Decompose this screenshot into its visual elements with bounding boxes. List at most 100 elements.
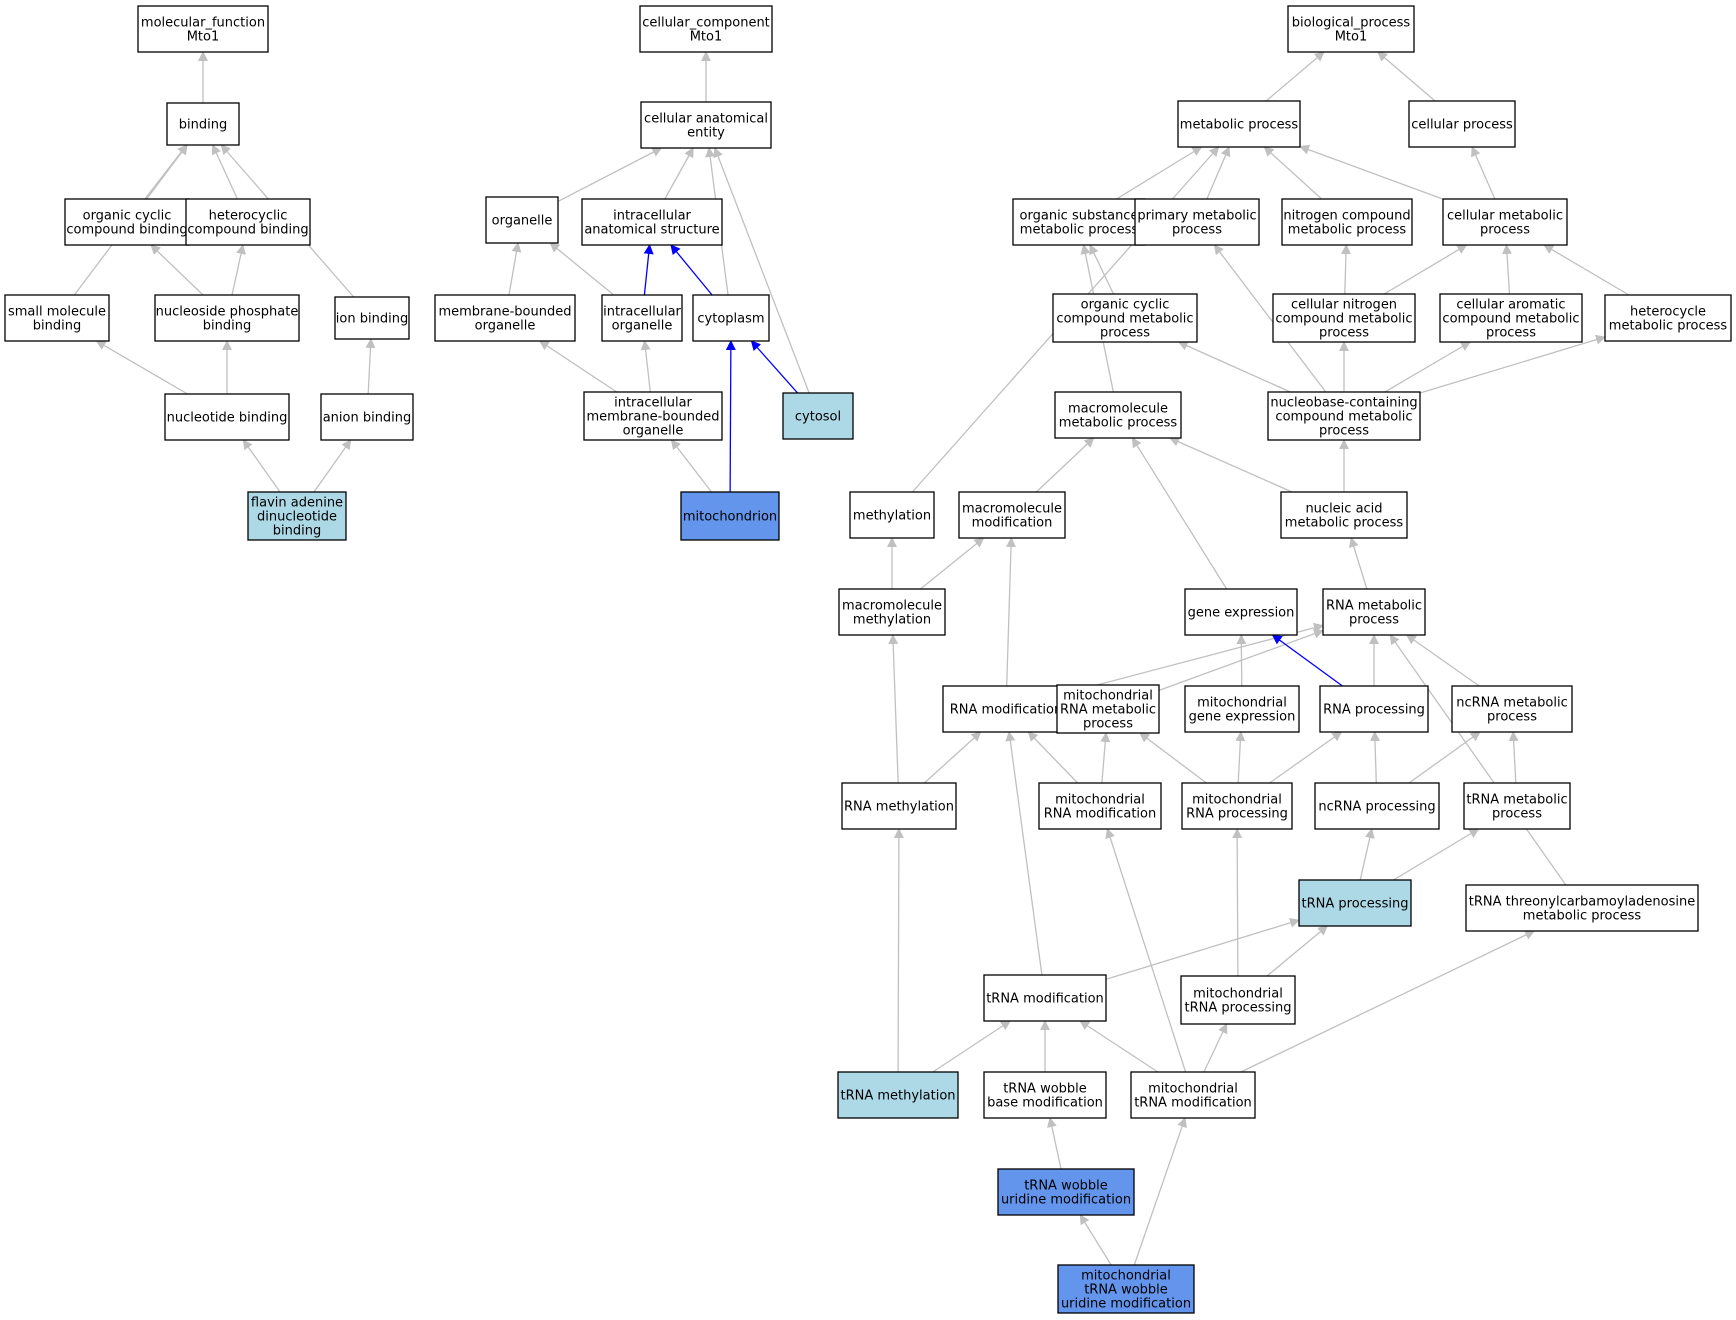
node-binding[interactable]: binding: [166, 102, 240, 146]
node-cellproc[interactable]: cellular process: [1408, 100, 1516, 148]
edge: [643, 244, 654, 296]
edge: [1131, 437, 1228, 590]
edge-mtrnaproc-to-mtrnamp: [1139, 732, 1207, 784]
node-label-line: process: [1319, 424, 1369, 439]
node-cytosol[interactable]: cytosol: [782, 392, 854, 440]
node-box: [1184, 588, 1298, 636]
node-rnameth[interactable]: RNA methylation: [841, 782, 957, 830]
node-box: [4, 294, 110, 342]
node-label-line: compound metabolic: [1056, 312, 1193, 327]
node-label-line: tRNA wobble: [1084, 1283, 1168, 1298]
node-box: [692, 294, 770, 342]
edge-nucphos-to-hetcyc_bind: [231, 244, 246, 296]
node-mito[interactable]: mitochondrion: [680, 491, 780, 541]
edge-nbcmp-to-cacmp: [1384, 341, 1471, 393]
node-anionbind[interactable]: anion binding: [320, 393, 414, 441]
node-label-line: tRNA wobble: [1024, 1179, 1108, 1194]
node-ionbind[interactable]: ion binding: [334, 296, 410, 340]
node-box: [1056, 684, 1160, 734]
node-label-line: nucleic acid: [1305, 502, 1382, 517]
node-ncrnaproc[interactable]: ncRNA processing: [1314, 782, 1440, 830]
node-trnamod[interactable]: tRNA modification: [983, 974, 1107, 1022]
edge-macmeth-to-macmod: [920, 537, 985, 590]
node-label-line: process: [1319, 326, 1369, 341]
edge-mtrnaproc-to-rnaproc: [1269, 731, 1343, 784]
node-nucbind[interactable]: nucleotide binding: [164, 393, 290, 441]
edge-trnameth-to-trnamod: [932, 1020, 1011, 1073]
node-trnaproc[interactable]: tRNA processing: [1298, 879, 1412, 927]
node-label-line: cytosol: [795, 410, 841, 425]
edge-ttamp-to-rnamp: [1389, 634, 1567, 886]
node-methylation[interactable]: methylation: [849, 491, 935, 539]
node-box: [1280, 491, 1408, 539]
node-label-line: membrane-bounded: [438, 305, 571, 320]
edge-mttrnamod-to-trnamod: [1079, 1020, 1159, 1073]
node-trnameth[interactable]: tRNA methylation: [837, 1071, 959, 1119]
node-label-line: process: [1172, 223, 1222, 238]
node-ttamp[interactable]: tRNA threonylcarbamoyladenosinemetabolic…: [1465, 884, 1699, 932]
edge-mttrnamod-to-mtrnamod: [1105, 828, 1187, 1073]
node-organelle[interactable]: organelle: [485, 196, 559, 244]
edge: [1177, 341, 1291, 393]
node-label-line: metabolic process: [1609, 319, 1728, 334]
node-box: [185, 198, 311, 246]
node-rnaproc[interactable]: RNA processing: [1319, 685, 1429, 733]
edge: [1408, 731, 1481, 784]
node-geneexp[interactable]: gene expression: [1184, 588, 1298, 636]
node-box: [997, 1168, 1135, 1216]
node-metproc[interactable]: metabolic process: [1177, 100, 1301, 148]
node-rnamod[interactable]: RNA modification: [942, 685, 1070, 733]
node-label-line: gene expression: [1188, 606, 1295, 621]
node-box: [1012, 198, 1146, 246]
node-box: [1272, 293, 1416, 343]
node-label-line: Mto1: [1335, 30, 1368, 45]
node-cytoplasm[interactable]: cytoplasm: [692, 294, 770, 342]
node-box: [837, 1071, 959, 1119]
node-label-line: RNA methylation: [844, 800, 954, 815]
edge: [1116, 146, 1203, 200]
edge-rnameth-to-rnamod: [923, 731, 982, 784]
edge: [670, 244, 713, 296]
edge-mito-to-cytoplasm: [725, 340, 736, 493]
node-label-line: process: [1083, 717, 1133, 732]
edge-nbcmp-to-hmp: [1419, 334, 1606, 394]
